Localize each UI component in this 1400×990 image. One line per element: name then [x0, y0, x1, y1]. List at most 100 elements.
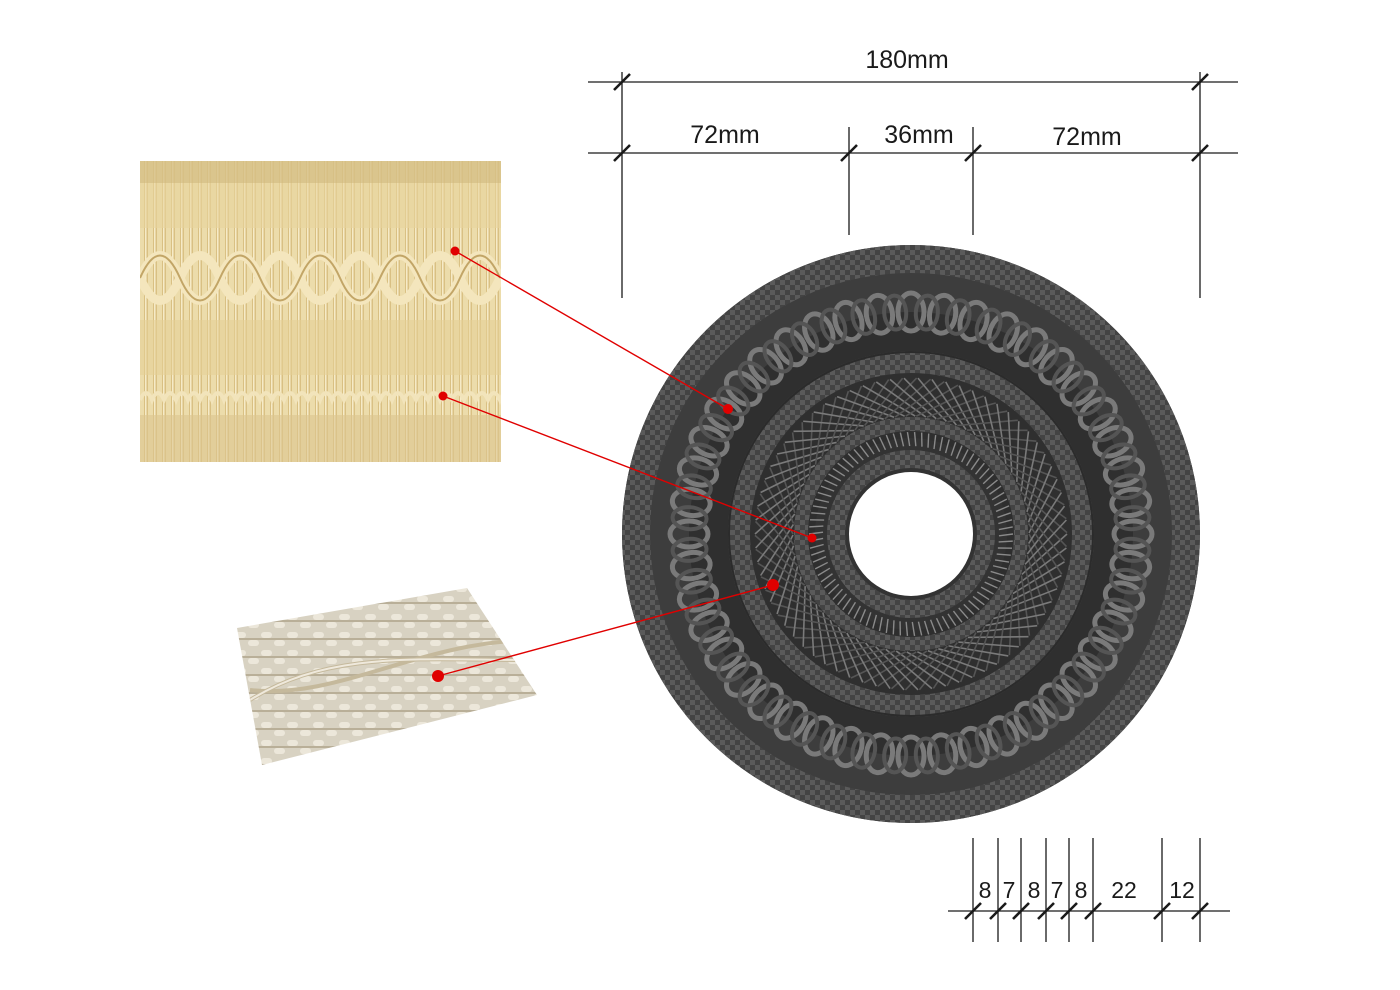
lattice-strand — [1017, 547, 1067, 585]
braid-loop — [1109, 549, 1153, 582]
lattice-strand — [957, 419, 1018, 427]
braid-loop-inner — [737, 360, 771, 394]
braid-loop — [688, 609, 730, 643]
lattice-strand — [1016, 421, 1020, 482]
braid-loop — [802, 311, 836, 353]
lattice-strand — [959, 625, 986, 683]
hook-strand — [976, 591, 990, 601]
callout-dot-cross-photo — [432, 670, 444, 682]
lattice-strand — [1016, 585, 1021, 646]
hook-strand — [955, 445, 963, 459]
lattice-strand — [958, 641, 1019, 648]
ring-width-3: 8 — [1028, 877, 1041, 903]
lattice-strand — [765, 589, 823, 613]
lattice-strand — [1023, 565, 1039, 625]
hook-strand — [842, 457, 854, 468]
braid-loop-inner — [698, 412, 734, 443]
braid-loop-inner — [819, 307, 848, 345]
lattice-strand — [906, 651, 960, 684]
lattice-strand — [813, 411, 874, 423]
lattice-strand — [759, 524, 795, 576]
lattice-strand — [802, 586, 806, 647]
lattice-strand — [1021, 533, 1068, 576]
lattice-strand — [1027, 492, 1063, 544]
hook-strand — [979, 467, 990, 480]
rattan-braid-photo — [140, 161, 501, 462]
braid-loop-inner — [1051, 674, 1085, 708]
outer-woven-band — [622, 245, 1200, 823]
hook-strand — [832, 467, 846, 477]
hook-strand — [929, 619, 937, 634]
lattice-strand — [821, 397, 837, 457]
braid-loop-inner — [882, 736, 909, 775]
lattice-strand — [792, 576, 802, 637]
lattice-strand — [808, 412, 814, 474]
lattice-strand — [757, 473, 810, 507]
hook-strand — [872, 614, 878, 629]
hook-strand — [992, 565, 1008, 570]
callout-lines — [437, 250, 813, 677]
hook-strand — [809, 543, 824, 549]
lattice-strand — [889, 378, 937, 420]
lattice-strand — [917, 377, 958, 426]
lattice-strand — [836, 385, 863, 443]
lattice-strand — [958, 385, 985, 442]
braid-loop-inner — [762, 339, 794, 374]
lattice-strand — [770, 602, 830, 621]
lattice-strand — [873, 377, 918, 423]
hook-strand — [961, 449, 969, 463]
hook-strand — [958, 607, 969, 620]
segment-right-label: 72mm — [1052, 123, 1121, 151]
lattice-strand — [864, 642, 905, 691]
hook-strand — [837, 462, 850, 473]
braid-loop — [802, 715, 836, 757]
lattice-strand — [776, 441, 837, 455]
braid-loop-inner — [913, 293, 940, 332]
lattice-strand — [997, 603, 1008, 664]
braid-loop — [1102, 455, 1146, 488]
woven-disc-render — [622, 245, 1200, 823]
ring-width-2: 7 — [1003, 877, 1016, 903]
lattice-strand — [838, 650, 896, 673]
lattice-strand — [777, 614, 838, 628]
middle-band-edge — [728, 351, 1094, 717]
hook-strand — [865, 441, 875, 455]
braid-loop-inner — [1071, 385, 1106, 417]
lattice-strand — [836, 395, 895, 418]
hook-strand — [885, 618, 889, 634]
braid-loop — [1059, 661, 1098, 698]
braid-loop-inner — [789, 711, 820, 747]
braid-loop — [747, 682, 784, 721]
braid-loop — [1092, 425, 1134, 459]
hook-strand — [847, 453, 859, 465]
braid-loop — [1013, 327, 1049, 368]
hook-strand — [878, 617, 883, 632]
braid-loop — [704, 396, 745, 432]
callout-dot-cross-ring — [767, 579, 779, 591]
braid-loop-inner — [974, 307, 1003, 345]
lattice-strand — [769, 545, 795, 602]
braid-loop-inner — [1100, 442, 1138, 471]
braid-loop-inner — [1028, 694, 1060, 729]
braid-loop — [724, 370, 763, 407]
hook-strand — [814, 561, 829, 570]
hook-strand — [810, 549, 825, 556]
lattice-strand — [984, 440, 1045, 454]
hook-strand — [986, 479, 998, 490]
lattice-strand — [996, 403, 1007, 464]
lattice-strand — [854, 379, 890, 431]
hook-strand — [933, 434, 937, 450]
lattice-strand — [976, 624, 1038, 633]
lattice-strand — [785, 626, 847, 634]
lattice-strand — [862, 384, 916, 417]
hook-strand — [947, 613, 957, 627]
hook-strand — [941, 615, 950, 629]
lattice-strand — [877, 650, 928, 688]
lattice-strand — [967, 635, 1029, 639]
hook-strand — [952, 610, 963, 623]
lattice-strand — [828, 390, 850, 449]
lattice-strand — [931, 378, 967, 431]
rattan-cross-weave-photo — [237, 588, 537, 765]
lattice-strand — [770, 448, 829, 468]
